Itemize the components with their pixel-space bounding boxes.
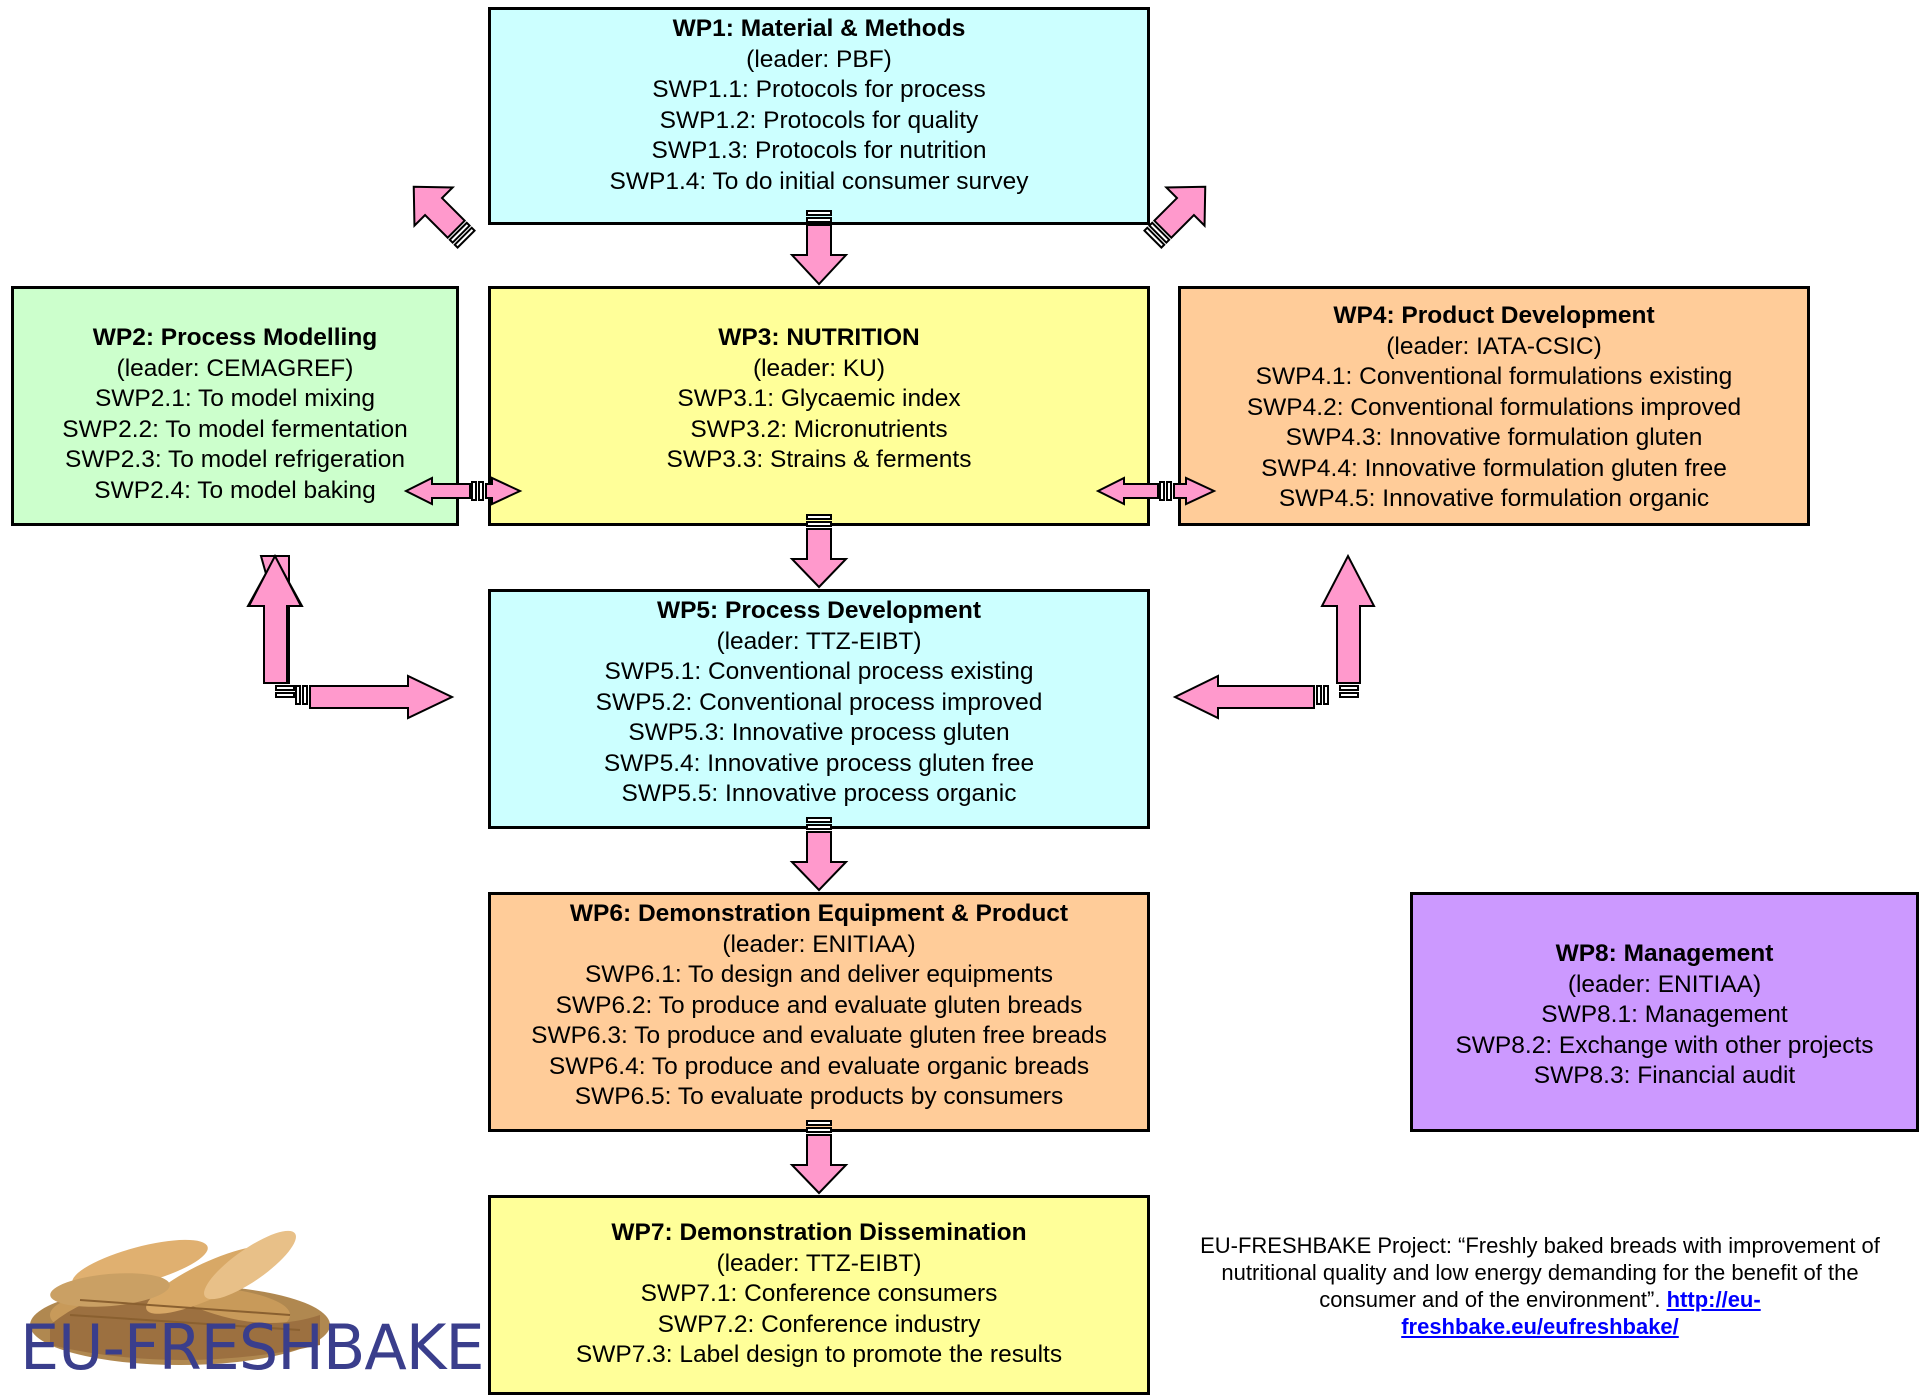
wp5-title: WP5: Process Development — [656, 597, 982, 624]
arrow-wp1-to-wp3 — [789, 210, 849, 286]
wp4-box: WP4: Product Development (leader: IATA-C… — [1178, 286, 1810, 526]
wp7-title: WP7: Demonstration Dissemination — [611, 1219, 1027, 1246]
wp8-leader: (leader: ENITIAA) — [1567, 970, 1762, 998]
sub-work-package: SWP2.4: To model baking — [94, 476, 376, 504]
arrow-wp1-to-wp4 — [1143, 185, 1207, 249]
arrow-wp5-to-wp6 — [789, 817, 849, 892]
sub-work-package: SWP3.1: Glycaemic index — [677, 385, 961, 412]
wp6-title: WP6: Demonstration Equipment & Product — [569, 900, 1069, 927]
wp4-leader: (leader: IATA-CSIC) — [1386, 332, 1602, 360]
wp8-box: WP8: Management (leader: ENITIAA) SWP8.1… — [1410, 892, 1919, 1132]
sub-work-package: SWP3.2: Micronutrients — [690, 415, 948, 443]
sub-work-package: SWP2.1: To model mixing — [94, 385, 376, 412]
wp2-leader: (leader: CEMAGREF) — [116, 354, 354, 382]
arrow-wp5-to-wp2 — [246, 553, 455, 720]
wp3-box: WP3: NUTRITION (leader: KU) SWP3.1: Glyc… — [488, 286, 1150, 526]
wp7-box: WP7: Demonstration Dissemination (leader… — [488, 1195, 1150, 1395]
sub-work-package: SWP7.2: Conference industry — [657, 1310, 981, 1338]
arrow-wp5-to-wp4 — [1172, 553, 1376, 720]
arrow-wp3-to-wp5 — [789, 514, 849, 589]
wp6-items: SWP6.1: To design and deliver equipments… — [531, 960, 1107, 1113]
arrow-wp6-to-wp7 — [789, 1120, 849, 1195]
wp3-title: WP3: NUTRITION — [718, 324, 920, 351]
wp8-title: WP8: Management — [1555, 940, 1774, 967]
sub-work-package: SWP8.3: Financial audit — [1533, 1062, 1796, 1089]
wp5-leader: (leader: TTZ-EIBT) — [716, 627, 922, 655]
sub-work-package: SWP4.2: Conventional formulations improv… — [1246, 393, 1742, 421]
sub-work-package: SWP6.2: To produce and evaluate gluten b… — [555, 991, 1083, 1019]
sub-work-package: SWP7.3: Label design to promote the resu… — [575, 1341, 1063, 1368]
wp3-leader: (leader: KU) — [752, 354, 886, 382]
sub-work-package: SWP4.5: Innovative formulation organic — [1278, 485, 1710, 512]
sub-work-package: SWP5.3: Innovative process gluten — [628, 719, 1010, 746]
wp4-items: SWP4.1: Conventional formulations existi… — [1247, 362, 1741, 515]
arrow-wp3-wp4 — [1095, 476, 1217, 506]
project-description: EU-FRESHBAKE Project: “Freshly baked bre… — [1200, 1232, 1880, 1340]
wp1-box: WP1: Material & Methods (leader: PBF) SW… — [488, 7, 1150, 225]
wp6-leader: (leader: ENITIAA) — [722, 930, 916, 958]
arrow-wp2-wp3 — [403, 476, 523, 506]
wp7-leader: (leader: TTZ-EIBT) — [716, 1249, 922, 1277]
sub-work-package: SWP1.4: To do initial consumer survey — [609, 167, 1029, 195]
sub-work-package: SWP6.3: To produce and evaluate gluten f… — [531, 1022, 1107, 1049]
wp1-leader: (leader: PBF) — [746, 45, 892, 73]
wp2-title: WP2: Process Modelling — [92, 324, 378, 351]
sub-work-package: SWP4.4: Innovative formulation gluten fr… — [1261, 454, 1727, 482]
sub-work-package: SWP5.1: Conventional process existing — [604, 658, 1034, 685]
sub-work-package: SWP4.3: Innovative formulation gluten — [1285, 424, 1703, 451]
sub-work-package: SWP2.3: To model refrigeration — [64, 446, 405, 473]
sub-work-package: SWP4.1: Conventional formulations existi… — [1255, 363, 1733, 390]
wp4-title: WP4: Product Development — [1333, 302, 1655, 329]
wp1-title: WP1: Material & Methods — [672, 15, 966, 42]
sub-work-package: SWP3.3: Strains & ferments — [666, 446, 972, 473]
sub-work-package: SWP6.1: To design and deliver equipments — [584, 961, 1054, 988]
sub-work-package: SWP1.1: Protocols for process — [652, 76, 986, 103]
sub-work-package: SWP8.2: Exchange with other projects — [1455, 1031, 1874, 1059]
arrow-wp1-to-wp2 — [412, 185, 476, 249]
sub-work-package: SWP6.4: To produce and evaluate organic … — [548, 1052, 1090, 1080]
wp5-box: WP5: Process Development (leader: TTZ-EI… — [488, 589, 1150, 829]
sub-work-package: SWP5.5: Innovative process organic — [621, 780, 1017, 807]
sub-work-package: SWP2.2: To model fermentation — [62, 415, 408, 443]
sub-work-package: SWP5.4: Innovative process gluten free — [603, 749, 1035, 777]
bread-basket-icon — [30, 1230, 330, 1365]
sub-work-package: SWP1.2: Protocols for quality — [659, 106, 979, 134]
eu-freshbake-logo: EU-FRESHBAKE — [20, 1205, 485, 1386]
wp6-box: WP6: Demonstration Equipment & Product (… — [488, 892, 1150, 1132]
project-link[interactable]: http://eu-freshbake.eu/eufreshbake/ — [1401, 1287, 1761, 1339]
wp2-box: WP2: Process Modelling (leader: CEMAGREF… — [11, 286, 459, 526]
sub-work-package: SWP7.1: Conference consumers — [640, 1280, 998, 1307]
logo-text: EU-FRESHBAKE — [20, 1311, 485, 1384]
sub-work-package: SWP8.1: Management — [1541, 1001, 1788, 1028]
sub-work-package: SWP5.2: Conventional process improved — [595, 688, 1043, 716]
sub-work-package: SWP6.5: To evaluate products by consumer… — [574, 1083, 1064, 1110]
project-description-text: EU-FRESHBAKE Project: “Freshly baked bre… — [1200, 1233, 1880, 1312]
sub-work-package: SWP1.3: Protocols for nutrition — [651, 137, 987, 164]
